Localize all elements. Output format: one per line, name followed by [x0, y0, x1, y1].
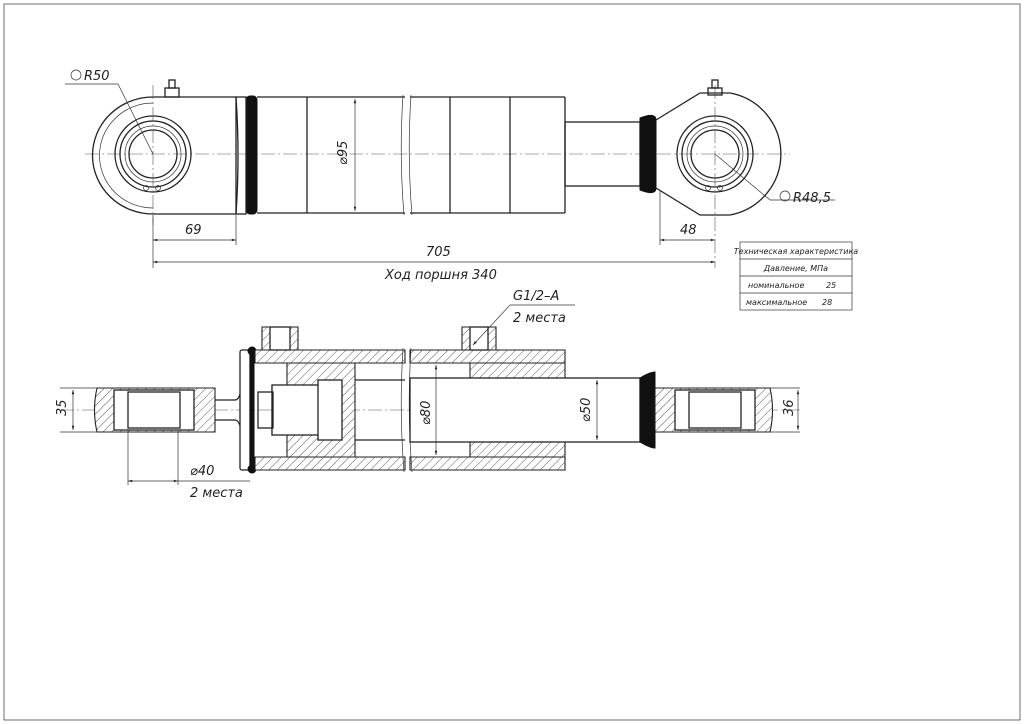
- dim-d40-note: 2 места: [190, 486, 243, 501]
- rod-seal: [639, 371, 656, 449]
- right-eye-body: [655, 92, 782, 216]
- port-boss: [261, 326, 497, 351]
- end-cap: [239, 349, 251, 471]
- port-thread-note: 2 места: [513, 311, 566, 326]
- dim-d80: ⌀80: [419, 401, 434, 425]
- dim-d40: ⌀40: [190, 464, 214, 479]
- seal-band: [245, 95, 258, 215]
- dim-d50: ⌀50: [579, 398, 594, 422]
- dim-r48-5: R48,5: [793, 191, 831, 206]
- spec-title: Техническая характеристика: [734, 247, 859, 256]
- grease-nipple-icon: [707, 79, 723, 96]
- sheet-frame: [3, 3, 1021, 721]
- dim-69: 69: [185, 223, 202, 238]
- dim-r50: R50: [84, 69, 110, 84]
- piston-rod-section: [409, 377, 641, 443]
- spec-row-label: максимальное: [746, 298, 807, 307]
- spec-table: Техническая характеристика Давление, МПа…: [734, 241, 859, 311]
- spec-row-value: 28: [822, 298, 832, 307]
- spec-pressure: Давление, МПа: [763, 264, 828, 273]
- top-view: ⌀95 69 48 705 Ход поршня 340 R50 R48,5: [65, 69, 835, 283]
- cylinder-tube: [257, 96, 566, 214]
- left-eye-body: [91, 96, 239, 215]
- piston-stroke-label: Ход поршня 340: [384, 268, 497, 283]
- grease-nipple-icon: [164, 79, 180, 98]
- dim-35: 35: [55, 399, 70, 416]
- dim-48: 48: [680, 223, 697, 238]
- spec-row-label: номинальное: [748, 281, 804, 290]
- section-view: 35 36 ⌀40 2 места ⌀80 ⌀50 G1/2–A 2 места: [55, 289, 800, 501]
- dim-705: 705: [426, 245, 451, 260]
- dim-d95: ⌀95: [336, 141, 351, 165]
- rod-seal: [639, 114, 657, 194]
- port-thread-label: G1/2–A: [513, 289, 559, 304]
- dim-36: 36: [782, 399, 797, 416]
- spec-row-value: 25: [826, 281, 836, 290]
